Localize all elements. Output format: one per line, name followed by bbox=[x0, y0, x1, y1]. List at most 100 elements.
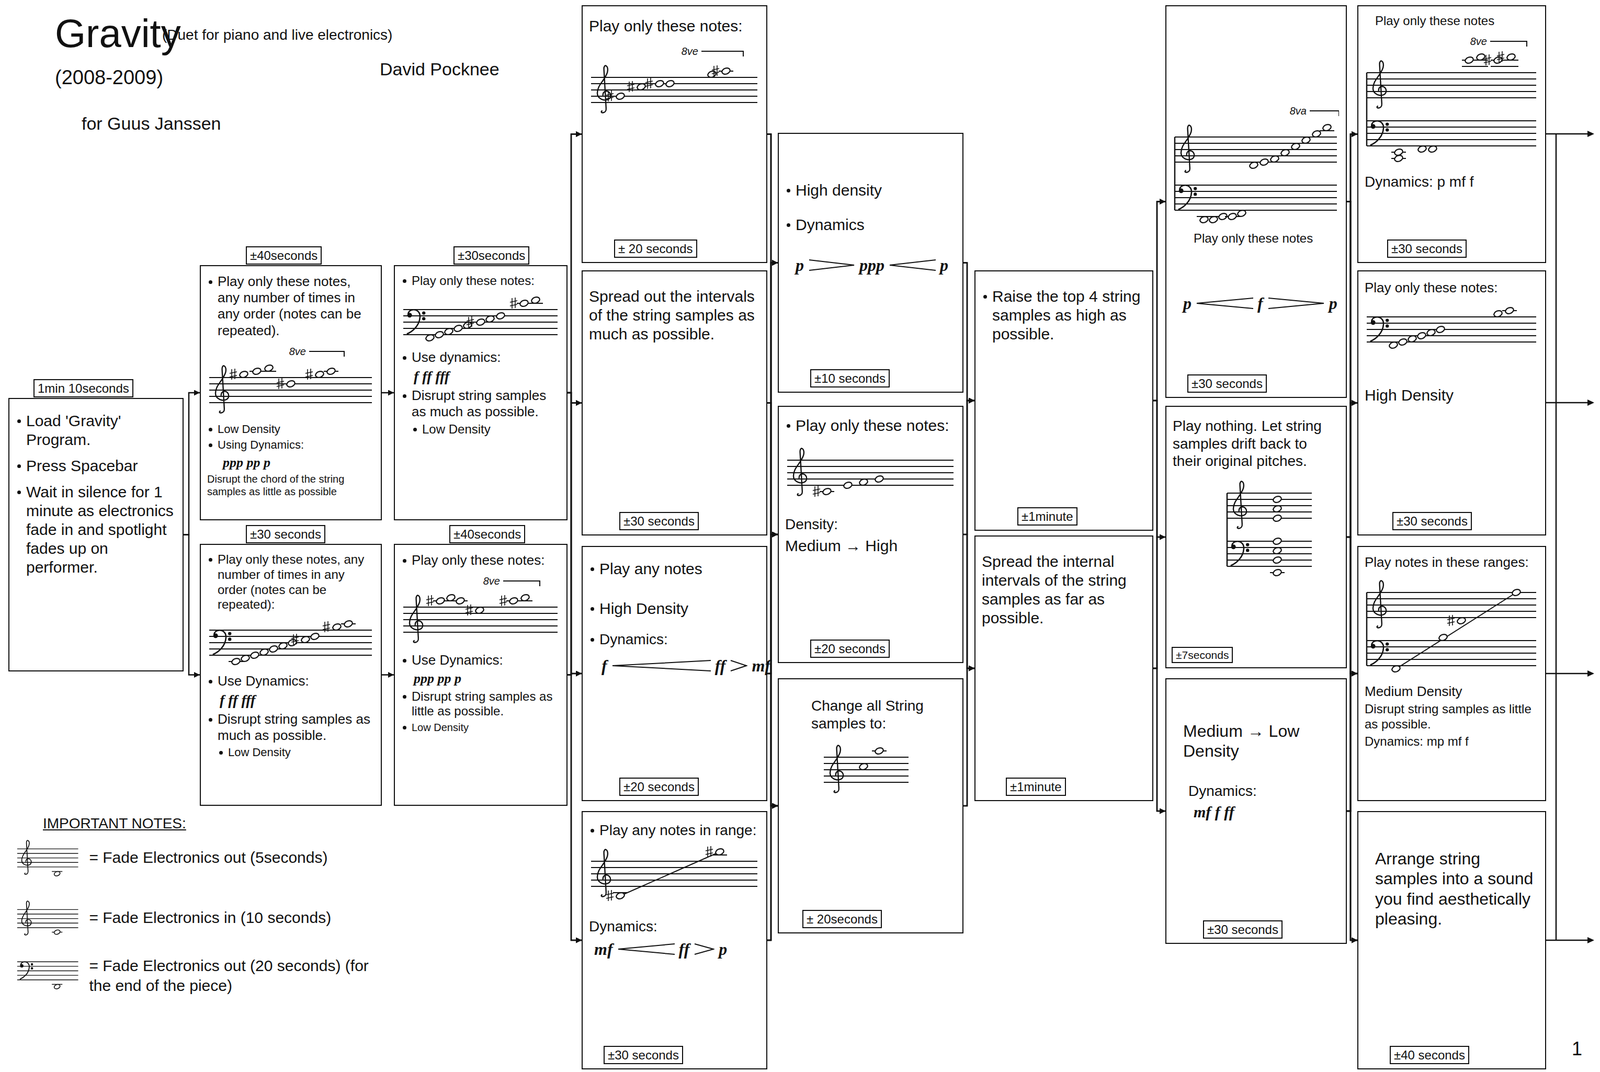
music-staff bbox=[401, 290, 560, 348]
staff-stroke bbox=[1366, 132, 1537, 134]
staff-wrap bbox=[1224, 473, 1340, 583]
bullet-dot bbox=[402, 725, 407, 730]
music-staff bbox=[1364, 572, 1539, 679]
staff-stroke bbox=[403, 334, 558, 336]
staff-stroke bbox=[591, 76, 758, 78]
staff-stroke bbox=[607, 890, 609, 902]
duration-box: ±30 seconds bbox=[603, 1046, 684, 1065]
instruction-text: Play only these notes: bbox=[588, 16, 760, 36]
legend-text: = Fade Electronics in (10 seconds) bbox=[88, 908, 332, 928]
bass-clef-dot bbox=[1386, 648, 1389, 651]
bass-clef-dot bbox=[1386, 319, 1389, 322]
staff-stroke bbox=[209, 395, 372, 397]
note-head bbox=[1388, 341, 1399, 350]
staff-stroke bbox=[711, 72, 720, 74]
box-content: Spread out the intervals of the string s… bbox=[582, 271, 767, 349]
staff-stroke bbox=[628, 81, 630, 93]
flow-connector bbox=[1346, 134, 1358, 812]
hairpin-stroke bbox=[612, 660, 711, 672]
bullet-item: Dynamics: bbox=[588, 630, 760, 649]
instruction-text: Disrupt string samples as little as poss… bbox=[1364, 701, 1539, 733]
duration-box: ±30 seconds bbox=[245, 525, 326, 544]
staff-stroke bbox=[591, 867, 758, 869]
note-head bbox=[1227, 212, 1238, 221]
continuation-line bbox=[1546, 133, 1588, 941]
staff-stroke bbox=[1174, 197, 1337, 199]
staff-wrap bbox=[821, 737, 957, 801]
bass-clef bbox=[1370, 120, 1384, 146]
staff-stroke bbox=[645, 84, 653, 87]
staff-stroke bbox=[823, 781, 909, 784]
staff-stroke bbox=[1451, 615, 1454, 626]
bullet-dot bbox=[983, 294, 987, 299]
duration-box: 1min 10seconds bbox=[33, 379, 134, 398]
staff-stroke bbox=[17, 862, 79, 864]
hairpin-wrap bbox=[611, 659, 711, 673]
staff-stroke bbox=[1366, 97, 1537, 99]
score-label: for Guus Janssen bbox=[81, 112, 221, 135]
flow-connector bbox=[963, 263, 975, 402]
note-head bbox=[455, 596, 466, 606]
bass-clef-dot bbox=[1371, 644, 1376, 649]
staff-stroke bbox=[1503, 65, 1519, 67]
legend-staff bbox=[15, 895, 80, 941]
note-head bbox=[1427, 144, 1438, 154]
hairpin-wrap bbox=[888, 258, 936, 272]
flow-connector bbox=[567, 675, 582, 941]
note-head bbox=[343, 619, 354, 629]
bullet-dot bbox=[413, 427, 417, 432]
dynamic-marking: f ff fff bbox=[413, 367, 561, 386]
bullet-item: Low Density bbox=[217, 745, 375, 760]
note-head bbox=[615, 891, 626, 901]
instruction-box: ±30secondsPlay only these notes:Use dyna… bbox=[393, 265, 568, 521]
staff-stroke bbox=[1227, 498, 1312, 501]
instruction-text: Low Density bbox=[422, 422, 561, 438]
note-head bbox=[1426, 328, 1437, 337]
instruction-box: Play notes in these ranges:Medium Densit… bbox=[1357, 546, 1547, 802]
staff-stroke bbox=[305, 375, 313, 378]
treble-clef bbox=[1372, 581, 1387, 629]
treble-clef bbox=[597, 849, 611, 897]
flow-connector bbox=[1346, 134, 1358, 202]
staff-stroke bbox=[1366, 592, 1368, 666]
note-head bbox=[1476, 52, 1486, 62]
music-staff bbox=[1364, 301, 1539, 355]
bass-clef bbox=[406, 309, 421, 335]
note-head bbox=[1438, 633, 1449, 642]
staff-stroke bbox=[1366, 598, 1537, 600]
dynamic-marking: f bbox=[601, 655, 608, 676]
note-head bbox=[1301, 135, 1312, 145]
bullet-item: Play only these notes, any number of tim… bbox=[207, 273, 375, 339]
flow-connector bbox=[1346, 811, 1358, 941]
bass-clef-dot bbox=[1231, 545, 1236, 549]
music-staff bbox=[1364, 30, 1539, 168]
ottava-mark: 8ve bbox=[289, 344, 306, 359]
staff-stroke bbox=[1483, 57, 1492, 60]
staff-stroke bbox=[1366, 120, 1537, 122]
duration-box: ±7seconds bbox=[1171, 647, 1233, 664]
staff-stroke bbox=[1227, 553, 1312, 555]
dynamic-marking: f ff fff bbox=[219, 691, 375, 710]
staff-stroke bbox=[278, 378, 280, 390]
box-content: Play only these notes:8ve bbox=[582, 6, 767, 126]
staff-stroke bbox=[509, 304, 518, 306]
staff-stroke bbox=[501, 595, 503, 607]
instruction-box: Medium → Low DensityDynamics:mf f ff±30 … bbox=[1165, 678, 1347, 945]
staff-stroke bbox=[1366, 139, 1537, 141]
instruction-text: Medium Density bbox=[1364, 683, 1539, 700]
staff-stroke bbox=[1366, 617, 1537, 619]
staff-stroke bbox=[209, 377, 372, 379]
bullet-item: High Density bbox=[588, 599, 760, 619]
staff-wrap bbox=[588, 841, 760, 906]
treble-clef bbox=[409, 595, 423, 643]
staff-stroke bbox=[787, 466, 954, 468]
note-head bbox=[1322, 123, 1333, 132]
flow-connector bbox=[1153, 668, 1166, 812]
staff-stroke bbox=[403, 619, 558, 621]
staff-stroke bbox=[1490, 65, 1506, 67]
note-head bbox=[475, 318, 486, 327]
dynamic-marking: ff bbox=[715, 655, 726, 676]
flow-connector bbox=[963, 534, 975, 669]
bullet-item: Wait in silence for 1 minute as electron… bbox=[15, 482, 177, 577]
ottava-line bbox=[503, 581, 540, 587]
